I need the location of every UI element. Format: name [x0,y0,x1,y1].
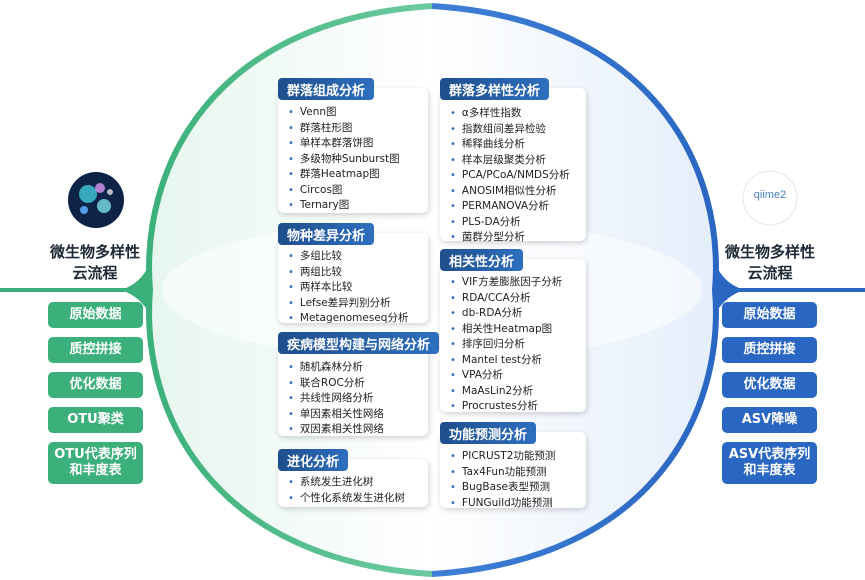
list-item: Ternary图 [288,198,400,214]
left-step-qc: 质控拼接 [48,337,143,363]
qiime2-logo-text: qiime2 [753,189,787,201]
list-item: 样本层级聚类分析 [450,153,570,169]
list-item: Venn图 [288,105,400,121]
list-item: db-RDA分析 [450,306,562,322]
right-pipeline: 原始数据 质控拼接 优化数据 ASV降噪 ASV代表序列和丰度表 [722,302,817,493]
list-item: α多样性指数 [450,106,570,122]
panel-evolution-list: 系统发生进化树 个性化系统发生进化树 [288,475,405,506]
panel-function-list: PICRUST2功能预测 Tax4Fun功能预测 BugBase表型预测 FUN… [450,449,556,512]
panel-function: 功能预测分析 PICRUST2功能预测 Tax4Fun功能预测 BugBase表… [440,422,586,512]
panel-diversity-list: α多样性指数 指数组间差异检验 稀释曲线分析 样本层级聚类分析 PCA/PCoA… [450,106,570,246]
list-item: 相关性Heatmap图 [450,322,562,338]
list-item: 多级物种Sunburst图 [288,152,400,168]
panel-function-title: 功能预测分析 [440,422,537,444]
panel-disease-model-list: 随机森林分析 联合ROC分析 共线性网络分析 单因素相关性网络 双因素相关性网络 [288,360,384,438]
list-item: ANOSIM相似性分析 [450,184,570,200]
list-item: RDA/CCA分析 [450,291,562,307]
panel-evolution-title: 进化分析 [278,449,349,471]
right-step-table: ASV代表序列和丰度表 [722,442,817,484]
list-item: 排序回归分析 [450,337,562,353]
panel-species-diff: 物种差异分析 多组比较 两组比较 两样本比较 Lefse差异判别分析 Metag… [278,223,428,324]
list-item: 单样本群落饼图 [288,136,400,152]
list-item: Lefse差异判别分析 [288,296,408,312]
list-item: 两样本比较 [288,280,408,296]
panel-composition: 群落组成分析 Venn图 群落柱形图 单样本群落饼图 多级物种Sunburst图… [278,78,428,213]
list-item: VPA分析 [450,368,562,384]
panel-correlation-title: 相关性分析 [440,249,524,271]
panel-composition-list: Venn图 群落柱形图 单样本群落饼图 多级物种Sunburst图 群落Heat… [288,105,400,214]
left-step-otu: OTU聚类 [48,407,143,433]
list-item: 联合ROC分析 [288,376,384,392]
panel-composition-title: 群落组成分析 [278,78,375,100]
list-item: Metagenomeseq分析 [288,311,409,327]
panel-disease-model: 疾病模型构建与网络分析 随机森林分析 联合ROC分析 共线性网络分析 单因素相关… [278,332,440,438]
panel-species-diff-list: 多组比较 两组比较 两样本比较 Lefse差异判别分析 Metagenomese… [288,249,409,327]
list-item: 稀释曲线分析 [450,137,570,153]
list-item: 系统发生进化树 [288,475,405,491]
panel-species-diff-title: 物种差异分析 [278,223,375,245]
list-item: 多组比较 [288,249,408,265]
microbe-logo [68,172,124,228]
list-item: 个性化系统发生进化树 [288,491,405,507]
right-step-asv: ASV降噪 [722,407,817,433]
left-title: 微生物多样性 云流程 [49,243,140,282]
qiime2-logo [742,170,798,226]
list-item: PICRUST2功能预测 [450,449,556,465]
list-item: 菌群分型分析 [450,230,570,246]
list-item: Procrustes分析 [450,399,562,415]
left-step-table: OTU代表序列和丰度表 [48,442,143,484]
right-step-optimize: 优化数据 [722,372,817,398]
list-item: VIF方差膨胀因子分析 [450,275,562,291]
list-item: 群落Heatmap图 [288,167,400,183]
left-step-optimize: 优化数据 [48,372,143,398]
list-item: 两组比较 [288,265,408,281]
panel-diversity: 群落多样性分析 α多样性指数 指数组间差异检验 稀释曲线分析 样本层级聚类分析 … [440,78,586,243]
panel-disease-model-title: 疾病模型构建与网络分析 [278,332,440,354]
list-item: BugBase表型预测 [450,480,555,496]
list-item: FUNGuild功能预测 [450,496,555,512]
list-item: Circos图 [288,183,400,199]
list-item: PLS-DA分析 [450,215,570,231]
list-item: Mantel test分析 [450,353,562,369]
left-step-raw-data: 原始数据 [48,302,143,328]
panel-diversity-title: 群落多样性分析 [440,78,550,100]
right-title: 微生物多样性 云流程 [724,243,815,282]
right-step-raw-data: 原始数据 [722,302,817,328]
list-item: 单因素相关性网络 [288,407,384,423]
list-item: 群落柱形图 [288,121,400,137]
list-item: Tax4Fun功能预测 [450,465,555,481]
list-item: 指数组间差异检验 [450,122,570,138]
left-pipeline: 原始数据 质控拼接 优化数据 OTU聚类 OTU代表序列和丰度表 [48,302,143,493]
list-item: 随机森林分析 [288,360,384,376]
list-item: PERMANOVA分析 [450,199,570,215]
panel-correlation-list: VIF方差膨胀因子分析 RDA/CCA分析 db-RDA分析 相关性Heatma… [450,275,562,415]
list-item: PCA/PCoA/NMDS分析 [450,168,570,184]
panel-evolution: 进化分析 系统发生进化树 个性化系统发生进化树 [278,449,428,507]
panel-correlation: 相关性分析 VIF方差膨胀因子分析 RDA/CCA分析 db-RDA分析 相关性… [440,249,586,412]
list-item: MaAsLin2分析 [450,384,562,400]
right-step-qc: 质控拼接 [722,337,817,363]
list-item: 共线性网络分析 [288,391,384,407]
list-item: 双因素相关性网络 [288,422,384,438]
